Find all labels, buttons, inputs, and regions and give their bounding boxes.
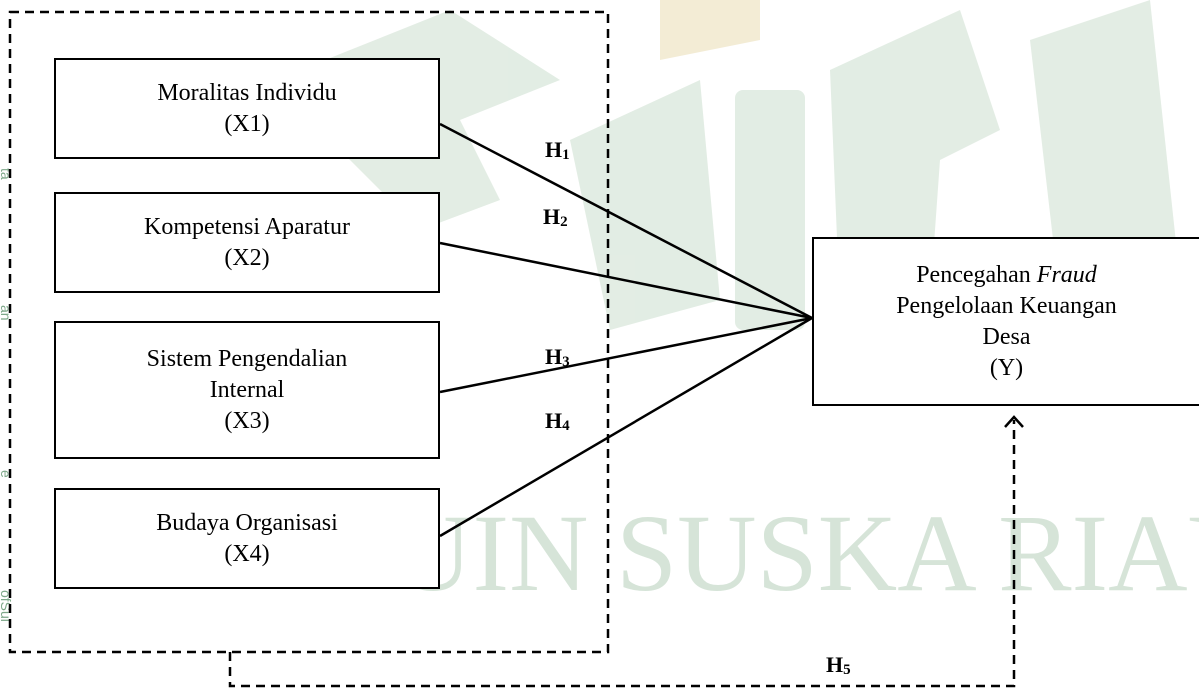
variable-box-x4: Budaya Organisasi (X4) — [54, 488, 440, 589]
hypothesis-letter: H — [826, 652, 844, 677]
hypothesis-index: 3 — [562, 354, 570, 370]
hypothesis-label-h4: H4 — [545, 409, 570, 438]
independent-variables-group — [8, 10, 610, 654]
hypothesis-index: 4 — [562, 418, 570, 434]
path-h5-arrowhead — [1004, 415, 1024, 428]
hypothesis-label-h3: H3 — [545, 345, 570, 374]
hypothesis-label-h1: H1 — [545, 138, 570, 167]
variable-code: (X2) — [224, 244, 270, 271]
dependent-name-italic: Fraud — [1036, 261, 1097, 288]
variable-code: (X3) — [224, 407, 270, 434]
path-h3-line — [439, 316, 813, 394]
variable-code: (Y) — [989, 354, 1024, 381]
variable-name: Budaya Organisasi — [156, 509, 338, 536]
hypothesis-letter: H — [545, 344, 563, 369]
watermark-side-text: ta — [0, 168, 14, 180]
path-h4-line — [439, 316, 813, 538]
variable-box-y: Pencegahan Fraud Pengelolaan Keuangan De… — [812, 237, 1199, 406]
watermark-text: UIN SUSKA RIAU — [393, 492, 1199, 614]
watermark-side-text: e — [0, 470, 14, 478]
path-h1-line — [439, 122, 813, 320]
hypothesis-letter: H — [545, 408, 563, 433]
variable-name: Moralitas Individu — [157, 79, 337, 106]
dependent-name-line1: Pencegahan Fraud — [916, 260, 1097, 291]
dependent-name-prefix: Pencegahan — [916, 261, 1037, 288]
path-h5-line — [228, 420, 1016, 688]
variable-box-x2: Kompetensi Aparatur (X2) — [54, 192, 440, 293]
hypothesis-letter: H — [545, 137, 563, 162]
path-h2-line — [439, 241, 813, 320]
hypothesis-letter: H — [543, 204, 561, 229]
variable-code: (X4) — [224, 540, 270, 567]
watermark-logo — [300, 0, 1180, 330]
variable-name-line1: Sistem Pengendalian — [146, 345, 348, 372]
hypothesis-label-h2: H2 — [543, 205, 568, 234]
hypothesis-label-h5: H5 — [826, 653, 851, 682]
dependent-name-line2: Pengelolaan Keuangan — [896, 292, 1117, 319]
hypothesis-index: 1 — [562, 147, 570, 163]
hypothesis-index: 2 — [560, 214, 568, 230]
variable-name-line2: Internal — [209, 376, 285, 403]
variable-box-x1: Moralitas Individu (X1) — [54, 58, 440, 159]
variable-box-x3: Sistem Pengendalian Internal (X3) — [54, 321, 440, 459]
hypothesis-index: 5 — [843, 662, 851, 678]
variable-name: Kompetensi Aparatur — [144, 213, 350, 240]
dependent-name-line3: Desa — [982, 323, 1031, 350]
variable-code: (X1) — [224, 110, 270, 137]
